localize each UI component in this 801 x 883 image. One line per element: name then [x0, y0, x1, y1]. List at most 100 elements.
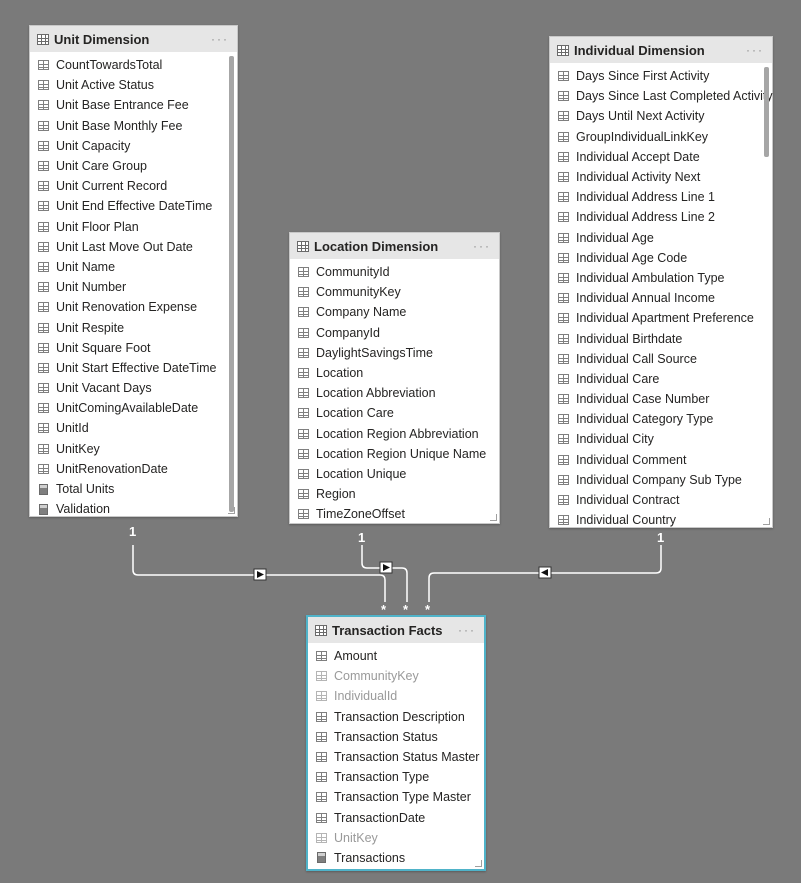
table-header[interactable]: Location Dimension ···: [290, 233, 499, 259]
resize-grip-icon[interactable]: [228, 507, 235, 514]
field-row[interactable]: UnitKey: [308, 828, 484, 848]
field-row[interactable]: DaylightSavingsTime: [290, 343, 499, 363]
table-header[interactable]: Individual Dimension ···: [550, 37, 772, 63]
field-row[interactable]: CompanyId: [290, 323, 499, 343]
field-row[interactable]: Transaction Status: [308, 727, 484, 747]
filter-arrow-location[interactable]: [379, 561, 393, 574]
field-row[interactable]: Days Until Next Activity: [550, 106, 772, 126]
field-row[interactable]: Unit End Effective DateTime: [30, 196, 237, 216]
column-icon: [316, 812, 327, 823]
field-row[interactable]: Location Region Unique Name: [290, 444, 499, 464]
cardinality-one-individual: 1: [657, 530, 664, 545]
field-row[interactable]: Validation: [30, 499, 237, 519]
field-row[interactable]: Unit Capacity: [30, 136, 237, 156]
table-individual-dimension[interactable]: Individual Dimension ··· Days Since Firs…: [549, 36, 773, 528]
field-row[interactable]: Individual Apartment Preference: [550, 308, 772, 328]
filter-arrow-unit[interactable]: [253, 568, 267, 581]
resize-grip-icon[interactable]: [490, 514, 497, 521]
field-row[interactable]: Location Care: [290, 403, 499, 423]
field-row[interactable]: Location Unique: [290, 464, 499, 484]
resize-grip-icon[interactable]: [475, 860, 482, 867]
field-row[interactable]: IndividualId: [308, 686, 484, 706]
field-row[interactable]: CommunityKey: [290, 282, 499, 302]
scrollbar-thumb[interactable]: [229, 56, 234, 512]
field-row[interactable]: Transaction Description: [308, 707, 484, 727]
more-dots-icon[interactable]: ···: [746, 43, 764, 57]
field-row[interactable]: Unit Respite: [30, 317, 237, 337]
field-row[interactable]: Unit Start Effective DateTime: [30, 358, 237, 378]
field-row[interactable]: Individual Annual Income: [550, 288, 772, 308]
field-row[interactable]: Individual Ambulation Type: [550, 268, 772, 288]
field-row[interactable]: Individual Address Line 1: [550, 187, 772, 207]
field-row[interactable]: Transactions: [308, 848, 484, 868]
field-row[interactable]: Transaction Type: [308, 767, 484, 787]
table-header[interactable]: Transaction Facts ···: [308, 617, 484, 643]
field-row[interactable]: Individual Country: [550, 510, 772, 530]
field-label: Individual Case Number: [576, 392, 710, 407]
field-row[interactable]: Individual Company Sub Type: [550, 470, 772, 490]
field-row[interactable]: Individual Comment: [550, 450, 772, 470]
field-row[interactable]: Total Units: [30, 479, 237, 499]
field-row[interactable]: Individual Care: [550, 369, 772, 389]
field-row[interactable]: GroupIndividualLinkKey: [550, 127, 772, 147]
field-row[interactable]: UnitKey: [30, 439, 237, 459]
column-icon: [316, 752, 327, 763]
field-row[interactable]: CountTowardsTotal: [30, 55, 237, 75]
field-row[interactable]: Individual Address Line 2: [550, 207, 772, 227]
field-row[interactable]: Region: [290, 484, 499, 504]
field-row[interactable]: UnitRenovationDate: [30, 459, 237, 479]
field-label: Unit Active Status: [56, 78, 154, 93]
column-icon: [38, 60, 49, 71]
field-row[interactable]: TimeZoneOffset: [290, 504, 499, 524]
field-row[interactable]: Individual Birthdate: [550, 328, 772, 348]
column-icon: [38, 362, 49, 373]
field-row[interactable]: Unit Base Entrance Fee: [30, 95, 237, 115]
more-dots-icon[interactable]: ···: [458, 623, 476, 637]
field-row[interactable]: Unit Care Group: [30, 156, 237, 176]
field-row[interactable]: CommunityId: [290, 262, 499, 282]
field-row[interactable]: Unit Number: [30, 277, 237, 297]
resize-grip-icon[interactable]: [763, 518, 770, 525]
table-header[interactable]: Unit Dimension ···: [30, 26, 237, 52]
field-row[interactable]: Amount: [308, 646, 484, 666]
field-row[interactable]: Individual Call Source: [550, 349, 772, 369]
field-row[interactable]: Individual Accept Date: [550, 147, 772, 167]
field-row[interactable]: Individual Age Code: [550, 248, 772, 268]
field-row[interactable]: Individual Case Number: [550, 389, 772, 409]
field-row[interactable]: Days Since Last Completed Activity: [550, 86, 773, 106]
field-row[interactable]: UnitId: [30, 418, 237, 438]
field-row[interactable]: Individual City: [550, 429, 772, 449]
field-row[interactable]: Unit Floor Plan: [30, 217, 237, 237]
field-row[interactable]: Days Since First Activity: [550, 66, 772, 86]
field-row[interactable]: Individual Contract: [550, 490, 772, 510]
field-row[interactable]: Unit Square Foot: [30, 338, 237, 358]
field-row[interactable]: Individual Category Type: [550, 409, 772, 429]
field-row[interactable]: Unit Active Status: [30, 75, 237, 95]
field-row[interactable]: Individual Age: [550, 228, 772, 248]
more-dots-icon[interactable]: ···: [473, 239, 491, 253]
field-row[interactable]: Location Abbreviation: [290, 383, 499, 403]
more-dots-icon[interactable]: ···: [211, 32, 229, 46]
field-row[interactable]: TransactionDate: [308, 808, 484, 828]
field-row[interactable]: Location: [290, 363, 499, 383]
field-row[interactable]: CommunityKey: [308, 666, 484, 686]
field-row[interactable]: Individual Activity Next: [550, 167, 772, 187]
scrollbar-thumb[interactable]: [764, 67, 769, 157]
field-row[interactable]: Unit Renovation Expense: [30, 297, 237, 317]
field-row[interactable]: Unit Current Record: [30, 176, 237, 196]
field-row[interactable]: UnitComingAvailableDate: [30, 398, 237, 418]
field-row[interactable]: Location Region Abbreviation: [290, 424, 499, 444]
field-row[interactable]: Unit Vacant Days: [30, 378, 237, 398]
field-row[interactable]: Transaction Status Master: [308, 747, 484, 767]
field-row[interactable]: Transaction Type Master: [308, 787, 484, 807]
field-row[interactable]: Unit Base Monthly Fee: [30, 116, 237, 136]
field-row[interactable]: Unit Name: [30, 257, 237, 277]
filter-arrow-individual[interactable]: [538, 566, 552, 579]
column-icon: [316, 711, 327, 722]
field-row[interactable]: Unit Last Move Out Date: [30, 237, 237, 257]
field-row[interactable]: Company Name: [290, 302, 499, 322]
